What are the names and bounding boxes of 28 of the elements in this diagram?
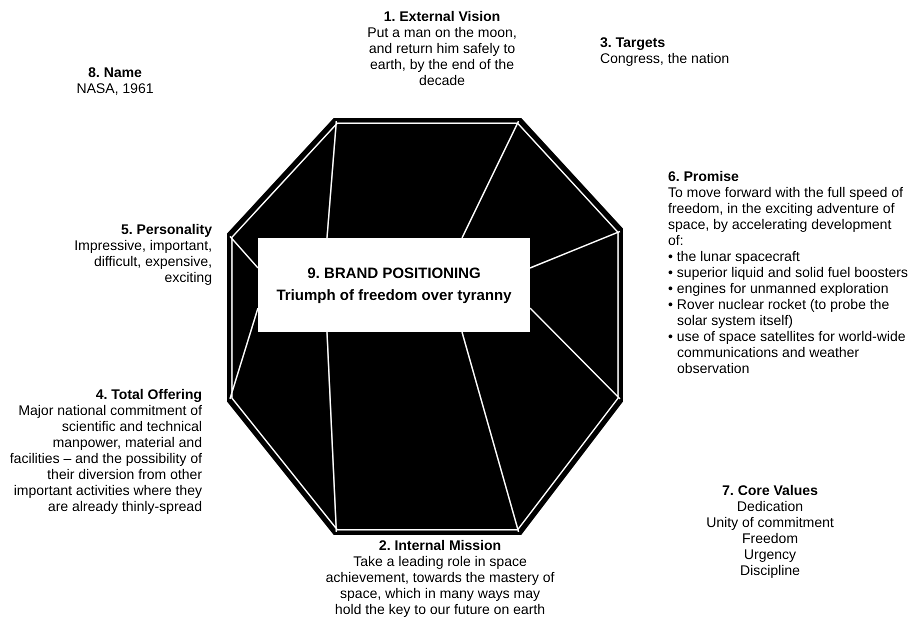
section-text: Freedom [740,530,800,546]
section-text: Dedication [736,498,804,514]
section-text: Unity of commitment [705,514,835,530]
section-heading: 5. Personality [120,221,212,237]
box-heading: 9. BRAND POSITIONING [306,264,482,284]
section-heading: 1. External Vision [382,8,502,24]
section-heading: 8. Name [87,64,143,80]
bullet-item: • use of space satellites for world-wide communications and weather observation [668,328,907,376]
section-heading: 7. Core Values [721,482,819,498]
section-text: NASA, 1961 [75,80,155,96]
section-text: Impressive, important, difficult, expensive, exciting [73,237,212,285]
section-text: Urgency [742,546,798,562]
bullet-item: • superior liquid and solid fuel boosters [668,264,908,280]
section-text: Discipline [739,562,801,578]
section-text: Major national commitment of scientific and technical manpower, material and facilities – and the possibility of their diversion from other important activities where they are already thinly-spread [8,402,202,514]
box-text: Triumph of freedom over tyranny [275,286,513,306]
section-text: Congress, the nation [600,50,730,66]
positioning-box [258,238,530,332]
bullet-item: • the lunar spacecraft [668,248,801,264]
section-heading: 6. Promise [668,168,740,184]
bullet-item: • engines for unmanned exploration [668,280,890,296]
section-heading: 2. Internal Mission [378,537,502,553]
section-heading: 4. Total Offering [94,386,202,402]
section-heading: 3. Targets [600,34,666,50]
bullet-item: • Rover nuclear rocket (to probe the solar system itself) [668,296,890,328]
section-text: To move forward with the full speed of freedom, in the exciting adventure of space, by accelerating development of: [668,184,904,248]
section-text: Take a leading role in space achievement, towards the mastery of space, which in many ways may hold the key to our future on earth [325,553,555,617]
section-text: Put a man on the moon, and return him safely to earth, by the end of the decade [366,24,518,88]
